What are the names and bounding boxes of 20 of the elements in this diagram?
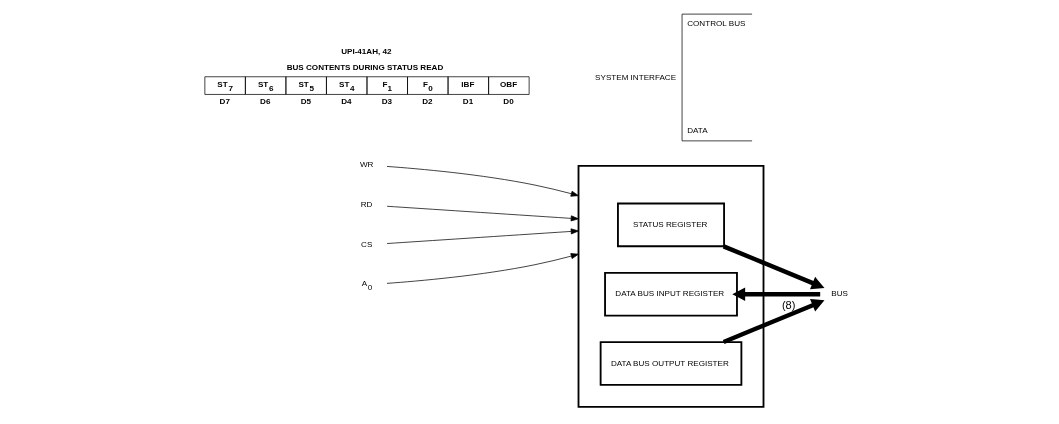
label: IBF xyxy=(461,79,475,89)
edge-label: (8) xyxy=(781,298,796,311)
label: UPI-41AH, 42 xyxy=(341,46,392,56)
label: SYSTEM INTERFACE xyxy=(595,72,677,82)
label: D1 xyxy=(462,96,474,106)
label: D5 xyxy=(300,96,312,106)
node-text: BUS xyxy=(831,289,848,299)
node-text: WR xyxy=(359,160,374,170)
label: OBF xyxy=(500,79,518,89)
label: D7 xyxy=(219,96,230,106)
label: D4 xyxy=(341,96,352,106)
node-text: RD xyxy=(360,200,373,210)
label: D3 xyxy=(381,96,393,106)
label: D0 xyxy=(503,96,514,106)
node-text: CS xyxy=(361,239,373,249)
label: BUS CONTENTS DURING STATUS READ xyxy=(286,62,444,72)
label: CONTROL BUS xyxy=(687,18,746,28)
label: DATA xyxy=(687,126,708,136)
label: D2 xyxy=(422,96,433,106)
label: D6 xyxy=(260,96,271,106)
